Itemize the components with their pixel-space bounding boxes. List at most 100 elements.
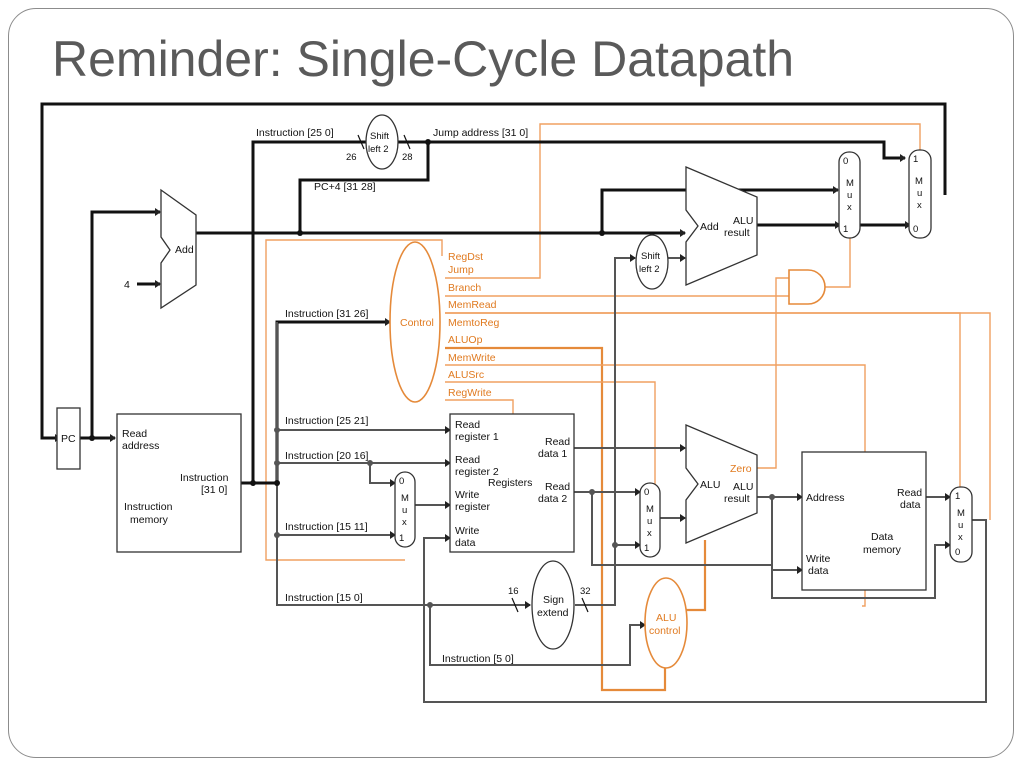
jump-mux-u: u xyxy=(917,188,922,199)
wire-labels: Instruction [25 0] 26 28 Jump address [3… xyxy=(256,127,528,665)
sign-extend-label-1: Sign xyxy=(543,594,564,606)
jump-mux-m: M xyxy=(915,176,923,187)
memtoreg-wire xyxy=(445,312,991,520)
regwrite-wire xyxy=(445,399,514,414)
regdst-mux-x: x xyxy=(402,517,407,528)
sign-extend-unit xyxy=(531,560,575,650)
jump-wire xyxy=(445,123,921,279)
datapath-wires xyxy=(40,102,987,703)
reg-rdata1-a: Read xyxy=(545,436,570,448)
reg-rdata2-a: Read xyxy=(545,481,570,493)
control-label: Control xyxy=(400,317,434,329)
shift-mid-label-1: Shift xyxy=(641,251,660,262)
shift-left-2-branch xyxy=(635,234,669,290)
shift-top-label-1: Shift xyxy=(370,131,389,142)
dmem-read-data-a: Read xyxy=(897,487,922,499)
aluop-wire xyxy=(445,346,667,692)
signal-memtoreg: MemtoReg xyxy=(448,317,500,329)
imem-name-1: Instruction xyxy=(124,501,173,513)
alu-control-label-2: control xyxy=(649,625,681,637)
data-memory xyxy=(801,451,927,591)
dmem-write-data-b: data xyxy=(808,565,829,577)
signal-memwrite: MemWrite xyxy=(448,352,496,364)
reg-read2-b: register 2 xyxy=(455,466,499,478)
memtoreg-mux-u: u xyxy=(958,520,963,531)
dmem-name-2: memory xyxy=(863,544,902,556)
signal-regwrite: RegWrite xyxy=(448,387,492,399)
alusrc-mux-bottom: 1 xyxy=(644,543,649,554)
label-instr-25-21: Instruction [25 21] xyxy=(285,415,369,427)
alu-result-label-1: ALU xyxy=(733,481,753,493)
sign-extend-label-2: extend xyxy=(537,607,569,619)
alu-control-label-1: ALU xyxy=(656,612,676,624)
regdst-mux-m: M xyxy=(401,493,409,504)
branch-mux-x: x xyxy=(847,202,852,213)
dmem-write-data-a: Write xyxy=(806,553,830,565)
memtoreg-mux xyxy=(949,486,973,563)
alu-result-label-2: result xyxy=(724,493,750,505)
memtoreg-mux-bottom: 0 xyxy=(955,547,960,558)
pc-to-adder-wire xyxy=(90,210,160,438)
branch-adder-alu-label: ALU xyxy=(733,215,753,227)
alu-control-unit xyxy=(644,577,688,669)
alusrc-mux-x: x xyxy=(647,528,652,539)
alu-zero-label: Zero xyxy=(730,463,752,475)
signal-jump: Jump xyxy=(448,264,474,276)
label-26: 26 xyxy=(346,152,357,163)
jump-address-wire xyxy=(398,140,905,160)
imem-read-address-label-1: Read xyxy=(122,428,147,440)
regdst-mux xyxy=(394,471,416,548)
imem-read-address-label-2: address xyxy=(122,440,159,452)
jump-mux-x: x xyxy=(917,200,922,211)
label-instr-15-0: Instruction [15 0] xyxy=(285,592,363,604)
instr-25-0-wire xyxy=(251,140,368,483)
junction-dots xyxy=(89,139,775,608)
alusrc-mux-m: M xyxy=(646,504,654,515)
jump-mux xyxy=(908,149,932,239)
regdst-wire xyxy=(265,239,443,561)
memtoreg-mux-x: x xyxy=(958,532,963,543)
sign-extend-out-width: 32 xyxy=(580,586,591,597)
jump-mux-top: 1 xyxy=(913,154,918,165)
label-jump-address: Jump address [31 0] xyxy=(433,127,528,139)
pc4-upper-bits-wire xyxy=(298,142,430,233)
signal-regdst: RegDst xyxy=(448,251,483,263)
branch-mux-top: 0 xyxy=(843,156,848,167)
pc-label: PC xyxy=(61,433,76,445)
and-out-wire xyxy=(825,237,851,288)
control-signal-labels: RegDst Jump Branch MemRead MemtoReg ALUO… xyxy=(448,251,500,399)
pc-adder-label: Add xyxy=(175,244,194,256)
branch-and-gate xyxy=(788,269,826,305)
branch-mux-bottom: 1 xyxy=(843,224,848,235)
memtoreg-mux-m: M xyxy=(957,508,965,519)
label-instr-15-11: Instruction [15 11] xyxy=(285,521,368,533)
alusrc-mux-u: u xyxy=(647,516,652,527)
reg-read2-a: Read xyxy=(455,454,480,466)
reg-write-a: Write xyxy=(455,489,479,501)
dmem-read-data-b: data xyxy=(900,499,921,511)
label-28: 28 xyxy=(402,152,413,163)
sign-extend-in-width: 16 xyxy=(508,586,519,597)
regdst-mux-top: 0 xyxy=(399,476,404,487)
memtoreg-mux-top: 1 xyxy=(955,491,960,502)
pc-adder xyxy=(160,188,197,310)
branch-mux xyxy=(838,151,861,239)
label-instr-5-0: Instruction [5 0] xyxy=(442,653,514,665)
alusrc-mux-top: 0 xyxy=(644,487,649,498)
shift-mid-label-2: left 2 xyxy=(639,264,660,275)
branch-mux-m: M xyxy=(846,178,854,189)
reg-read1-b: register 1 xyxy=(455,431,499,443)
main-alu xyxy=(685,424,758,544)
sign-extend-to-shift-wire xyxy=(614,257,635,545)
control-unit xyxy=(389,241,441,403)
signal-memread: MemRead xyxy=(448,299,497,311)
instr-5-0-wire xyxy=(429,605,645,666)
alu-label: ALU xyxy=(700,479,720,491)
instr-15-0-wire xyxy=(276,322,530,606)
registers-name: Registers xyxy=(488,477,532,489)
alusrc-wire xyxy=(445,381,656,490)
writeback-wire xyxy=(423,519,987,703)
sign-extend-out-wire xyxy=(575,544,640,606)
alu-result-bypass-wire xyxy=(771,497,950,599)
